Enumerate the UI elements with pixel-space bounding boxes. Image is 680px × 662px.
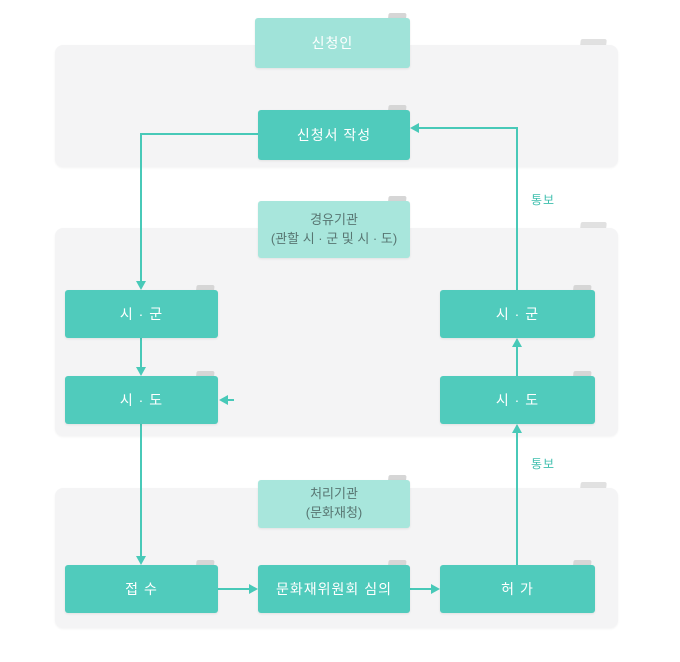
node-processing-agency: 처리기관 (문화재청) xyxy=(258,475,410,528)
node-applicant: 신청인 xyxy=(255,13,410,68)
node-via-agency-subtitle: (관할 시 · 군 및 시 · 도) xyxy=(270,230,398,246)
node-committee-review-label: 문화재위원회 심의 xyxy=(276,580,392,597)
node-sido-left-label: 시 · 도 xyxy=(119,391,164,408)
node-permit: 허 가 xyxy=(440,560,595,613)
node-receipt-label: 접 수 xyxy=(125,580,158,597)
notify-label-bottom: 통보 xyxy=(531,457,556,471)
node-write-application-label: 신청서 작성 xyxy=(296,126,372,143)
node-processing-agency-title: 처리기관 xyxy=(310,486,358,502)
node-processing-agency-subtitle: (문화재청) xyxy=(305,505,363,520)
node-via-agency-title: 경유기관 xyxy=(310,211,358,227)
notify-label-top: 통보 xyxy=(531,193,556,207)
node-sido-right: 시 · 도 xyxy=(440,371,595,424)
node-permit-label: 허 가 xyxy=(501,580,534,597)
node-receipt: 접 수 xyxy=(65,560,218,613)
node-committee-review: 문화재위원회 심의 xyxy=(258,560,410,613)
node-sigun-right-label: 시 · 군 xyxy=(495,305,540,322)
node-write-application: 신청서 작성 xyxy=(258,105,410,160)
node-applicant-label: 신청인 xyxy=(311,34,354,51)
node-sido-right-label: 시 · 도 xyxy=(495,391,540,408)
node-sido-left: 시 · 도 xyxy=(65,371,218,424)
node-sigun-left-label: 시 · 군 xyxy=(119,305,164,322)
node-sigun-left: 시 · 군 xyxy=(65,285,218,338)
node-sigun-right: 시 · 군 xyxy=(440,285,595,338)
node-via-agency: 경유기관 (관할 시 · 군 및 시 · 도) xyxy=(258,196,410,258)
